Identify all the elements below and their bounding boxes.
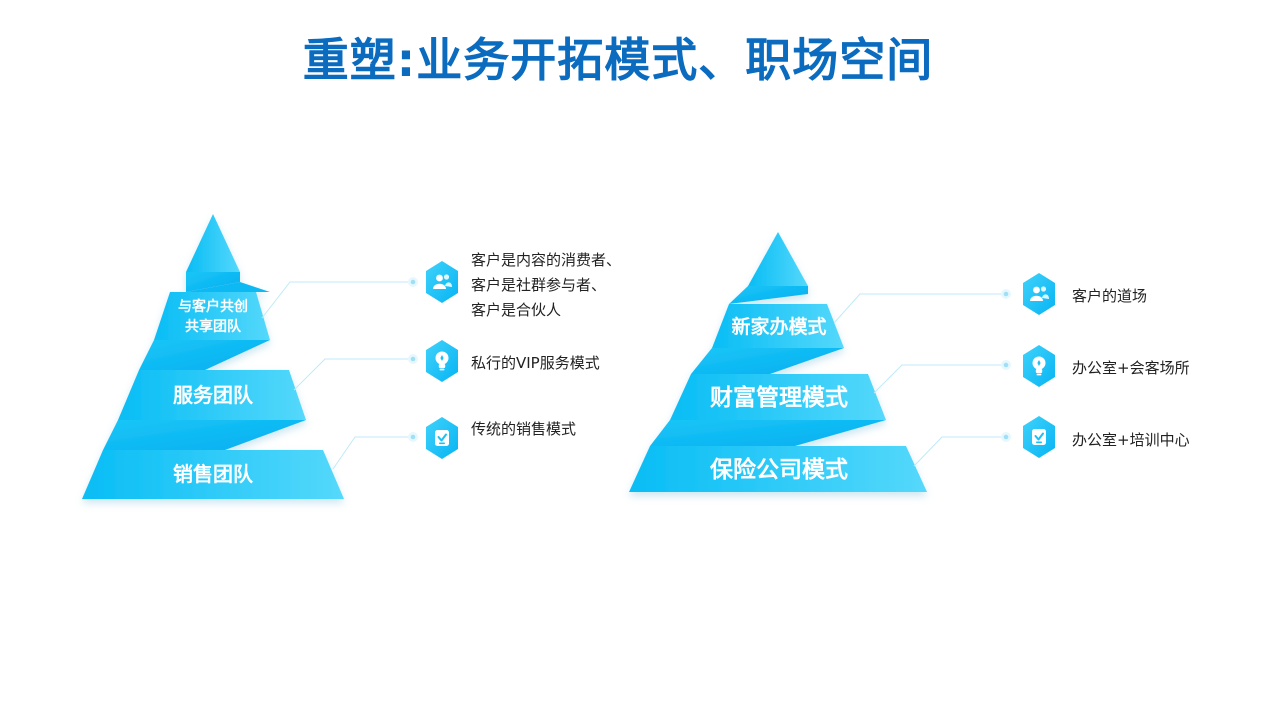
left-tier-1-label: 共享团队 xyxy=(185,318,242,335)
left-tier-1-description: 客户是内容的消费者、 客户是社群参与者、 客户是合伙人 xyxy=(471,248,621,323)
right-connectors xyxy=(833,293,1006,467)
connector-line xyxy=(833,293,1006,324)
team-icon xyxy=(1023,273,1055,315)
description-line: 客户的道场 xyxy=(1072,287,1148,305)
team-icon xyxy=(426,261,458,303)
left-tier-2 xyxy=(118,370,306,420)
right-pyramid-apex xyxy=(748,232,808,286)
right-pyramid-band xyxy=(650,420,886,446)
left-tier-1 xyxy=(154,292,270,340)
right-tier-2-description: 办公室+会客场所 xyxy=(1072,356,1190,381)
right-tier-2-label: 财富管理模式 xyxy=(710,384,848,411)
left-pyramid xyxy=(82,214,344,499)
left-tier-2-description: 私行的VIP服务模式 xyxy=(471,351,600,376)
right-tier-3-description: 办公室+培训中心 xyxy=(1072,428,1190,453)
left-pyramid-band xyxy=(186,272,240,292)
page-title: 重塑:业务开拓模式、职场空间 xyxy=(302,33,934,87)
lightbulb-icon xyxy=(426,340,458,382)
shield-check-icon xyxy=(426,417,458,459)
right-pyramid-band xyxy=(691,348,844,374)
connector-line xyxy=(261,281,413,319)
right-pyramid xyxy=(629,232,927,492)
left-connector-dots xyxy=(408,277,418,442)
left-pyramid-band xyxy=(170,282,270,292)
description-line: 私行的VIP服务模式 xyxy=(471,354,600,372)
lightbulb-icon xyxy=(1023,345,1055,387)
left-pyramid-apex xyxy=(186,214,240,272)
description-line: 传统的销售模式 xyxy=(471,420,577,438)
shield-check-icon xyxy=(1023,416,1055,458)
description-line: 客户是社群参与者、 xyxy=(471,276,607,294)
left-pyramid-band xyxy=(103,420,306,450)
left-connectors xyxy=(261,281,413,470)
left-tier-3 xyxy=(82,450,344,499)
right-pyramid-band xyxy=(729,286,808,304)
connector-line xyxy=(293,358,413,391)
right-tier-3-label: 保险公司模式 xyxy=(709,456,848,483)
left-tier-2-label: 服务团队 xyxy=(173,383,254,407)
description-line: 办公室+会客场所 xyxy=(1072,359,1190,377)
connector-line xyxy=(873,364,1006,394)
right-tier-1 xyxy=(712,304,844,348)
description-line: 客户是合伙人 xyxy=(471,301,562,319)
left-tier-3-label: 销售团队 xyxy=(173,462,254,486)
right-connector-dots xyxy=(1001,289,1011,442)
description-line: 客户是内容的消费者、 xyxy=(471,251,622,269)
right-tier-3 xyxy=(629,446,927,492)
description-line: 办公室+培训中心 xyxy=(1072,431,1190,449)
right-tier-2 xyxy=(670,374,886,420)
left-tier-1-label: 与客户共创 xyxy=(178,298,248,315)
left-pyramid-band xyxy=(139,340,270,370)
right-tier-1-label: 新家办模式 xyxy=(731,315,826,338)
right-tier-1-description: 客户的道场 xyxy=(1072,284,1147,309)
left-tier-3-description: 传统的销售模式 xyxy=(471,417,576,442)
connector-line xyxy=(913,436,1006,467)
connector-line xyxy=(332,436,413,470)
